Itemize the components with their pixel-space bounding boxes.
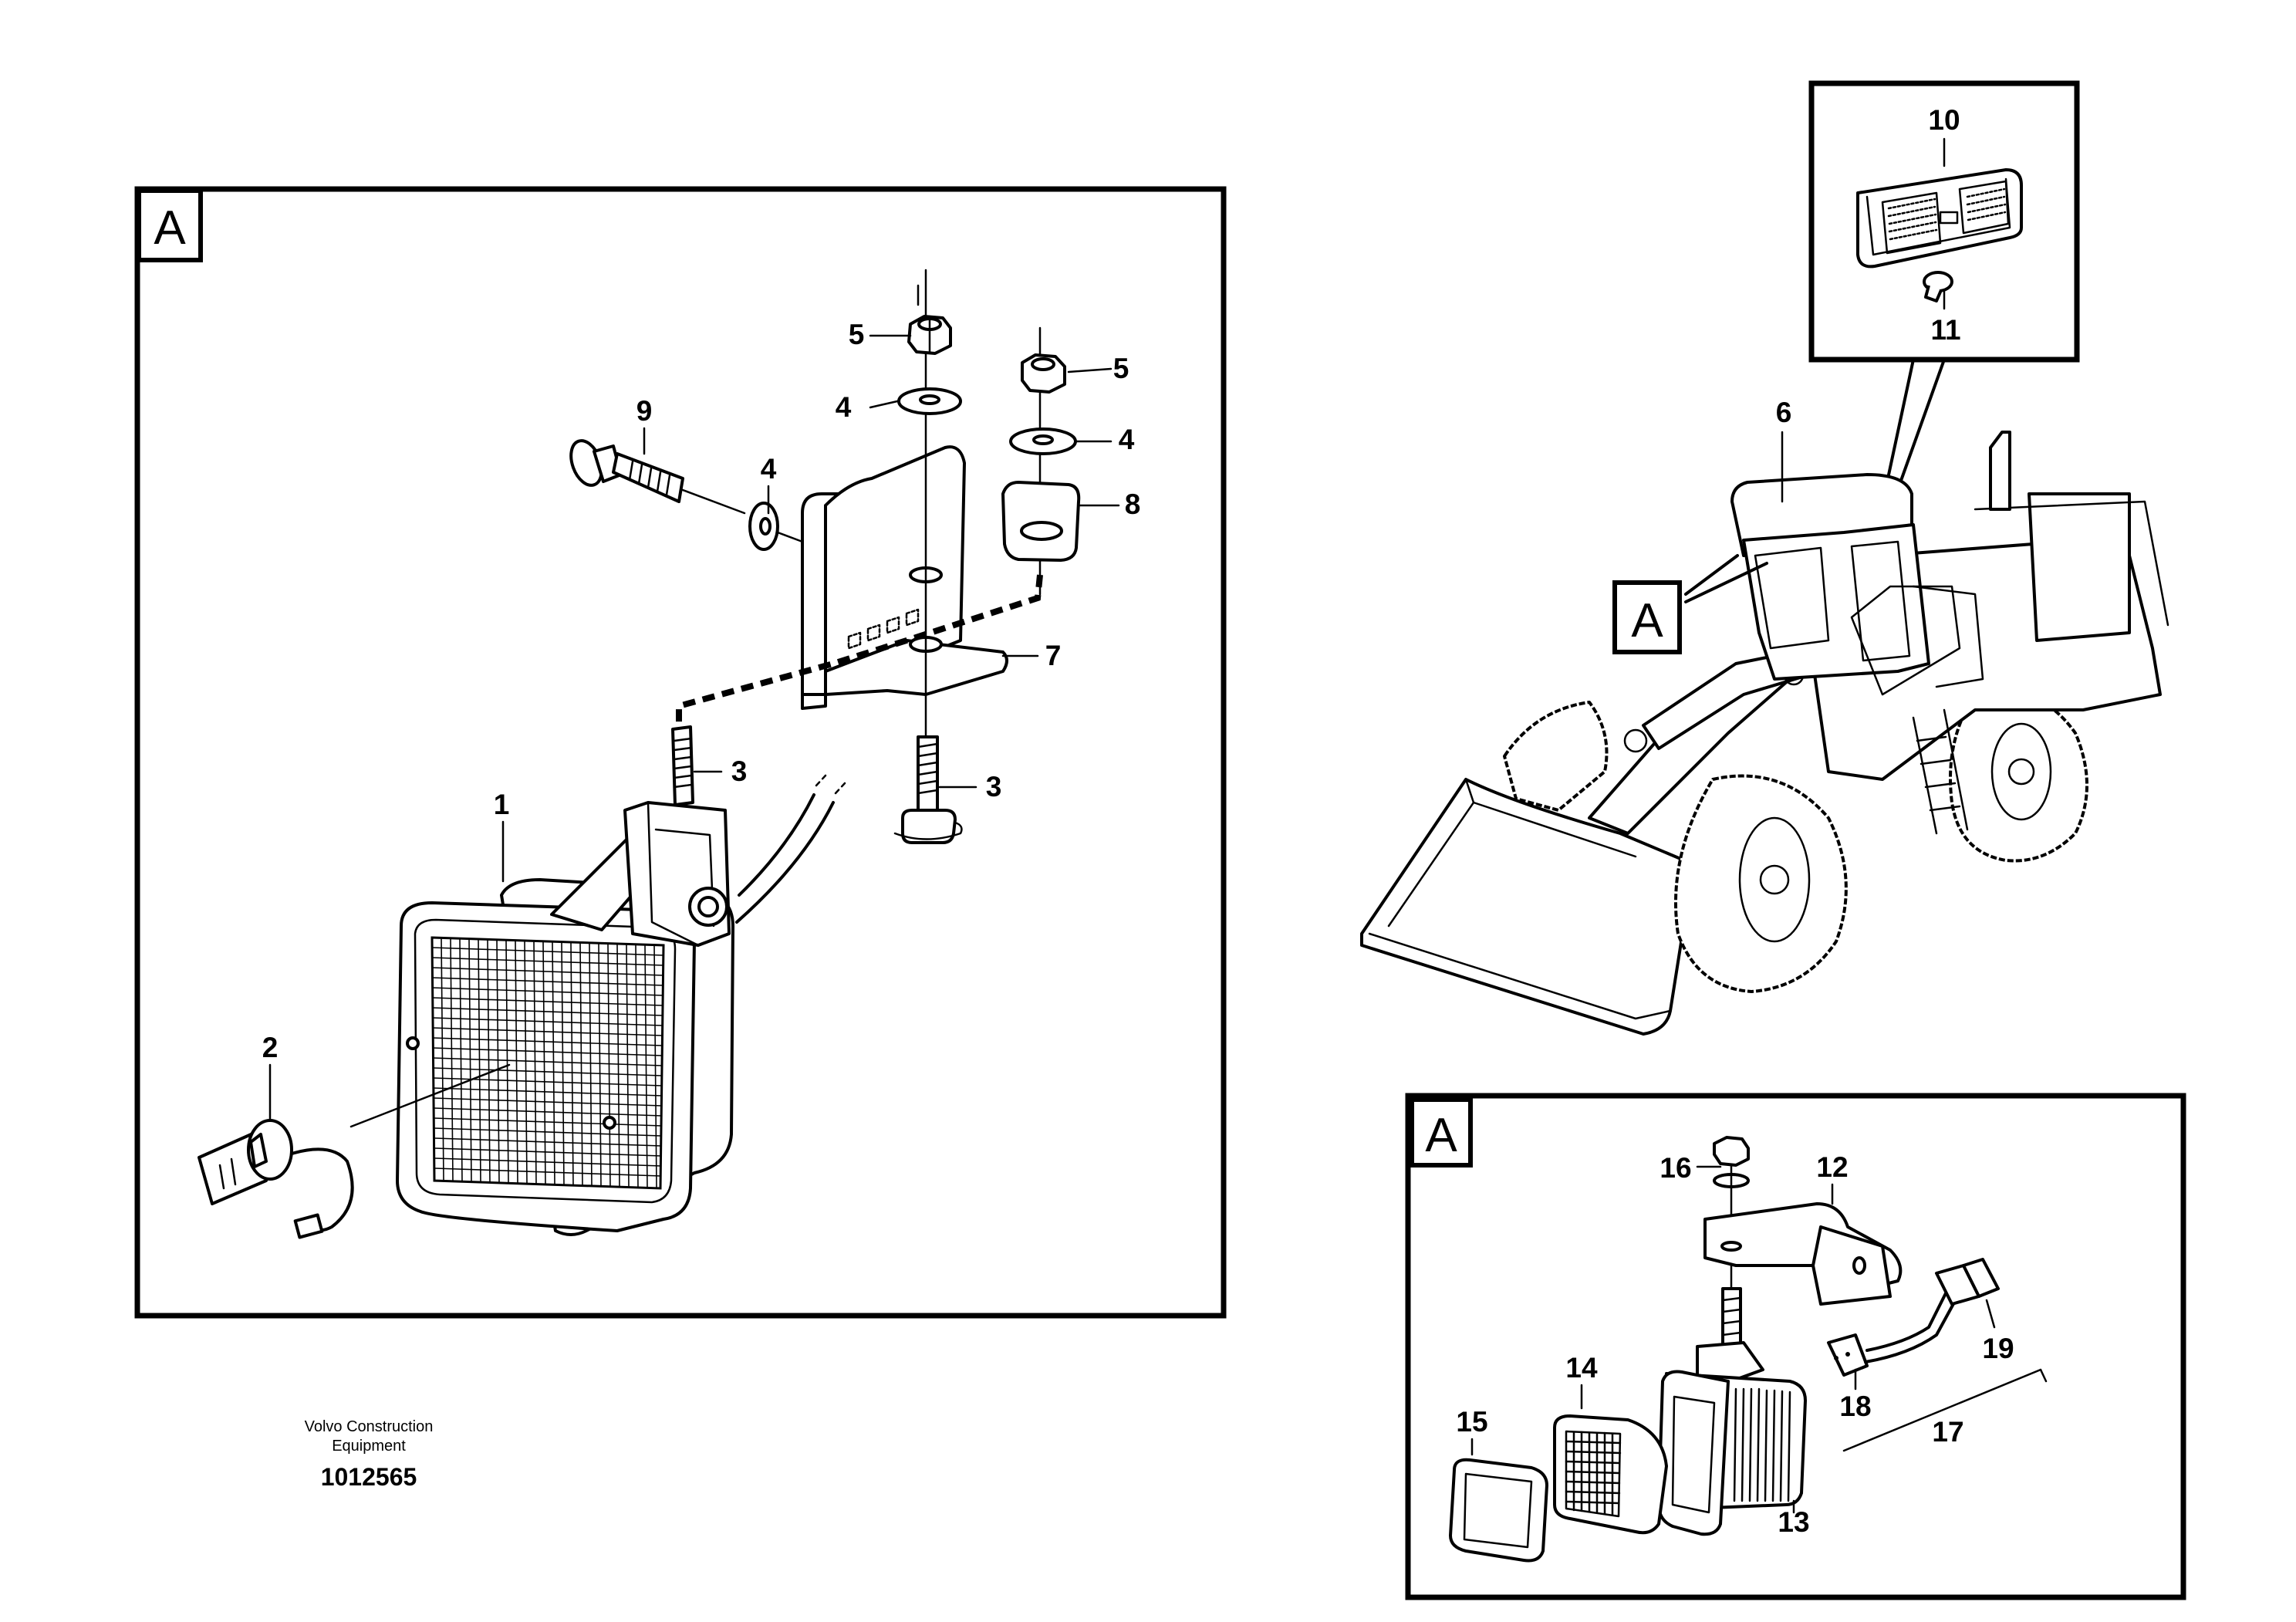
stud-upper [671,725,694,806]
callout-8: 8 [1125,488,1141,520]
alt-panel-letter-box [1410,1097,1473,1168]
main-detail-frame [134,186,1227,1319]
callout-4-middle: 4 [761,453,777,485]
machine-letter: A [1631,594,1663,647]
alt-detail-frame [1405,1093,2186,1600]
callout-7: 7 [1045,640,1062,671]
wheel-loader-illustration [1360,431,2169,1036]
callout-4-right: 4 [1119,424,1135,455]
callout-5-right: 5 [1113,353,1129,384]
callout-15: 15 [1456,1406,1487,1438]
callout-1: 1 [494,789,510,820]
callout-17: 17 [1932,1416,1963,1448]
callout-12: 12 [1816,1151,1848,1183]
alt-lens [1553,1414,1668,1535]
alt-detail-panel: A [1405,1093,2186,1600]
alt-gasket [1449,1458,1548,1563]
main-leader-lines [268,334,1120,1122]
callout-18: 18 [1839,1391,1871,1422]
callout-11: 11 [1930,314,1960,346]
bracket [801,445,1008,710]
lamp-lens-grid [430,936,665,1190]
lamp-mount-stem [550,774,846,947]
callout-10: 10 [1928,104,1960,136]
panel-letter: A [154,201,186,255]
bolt-lower [893,735,963,844]
spacer-block [1001,481,1081,562]
callout-16: 16 [1660,1152,1691,1184]
bolt-flanged [569,439,746,515]
callout-2: 2 [262,1032,279,1063]
callout-5-left: 5 [849,319,865,350]
nut-right [1021,353,1066,394]
front-wheel [1674,774,1848,993]
festoon-bulb [1923,271,1953,302]
cab [1730,473,1984,696]
callout-3-stud: 3 [731,755,748,787]
washer-left [897,387,962,415]
alt-panel-letter: A [1425,1109,1457,1162]
washer-middle [748,502,804,551]
panel-letter-box [137,188,203,262]
alt-bracket [1703,1202,1903,1306]
machine-letter-box [1612,580,1682,654]
callout-9: 9 [636,395,653,427]
alt-lamp-housing [1657,1287,1807,1536]
callout-14: 14 [1565,1352,1598,1384]
callout-3-bolt: 3 [986,771,1002,803]
work-lamp [396,878,734,1236]
rear-wheel [1949,689,2088,863]
washer-right [1009,427,1077,455]
caption-block: Volvo Construction Equipment 1012565 [305,1418,434,1491]
caption-company: Volvo Construction [305,1418,434,1435]
caption-company-line2: Equipment [332,1438,406,1455]
callout-4-upper: 4 [836,391,852,423]
inset-panel: 10 11 [1808,80,2080,534]
bulb-connector [198,1063,511,1239]
main-detail-panel: A [134,186,1227,1319]
nut-left [907,315,952,355]
diagram-code: 1012565 [321,1463,417,1491]
callout-13: 13 [1778,1506,1809,1538]
interior-lamp [1856,168,2023,269]
alt-harness [1827,1258,2000,1377]
callout-6: 6 [1776,397,1792,428]
callout-19: 19 [1982,1333,2014,1364]
